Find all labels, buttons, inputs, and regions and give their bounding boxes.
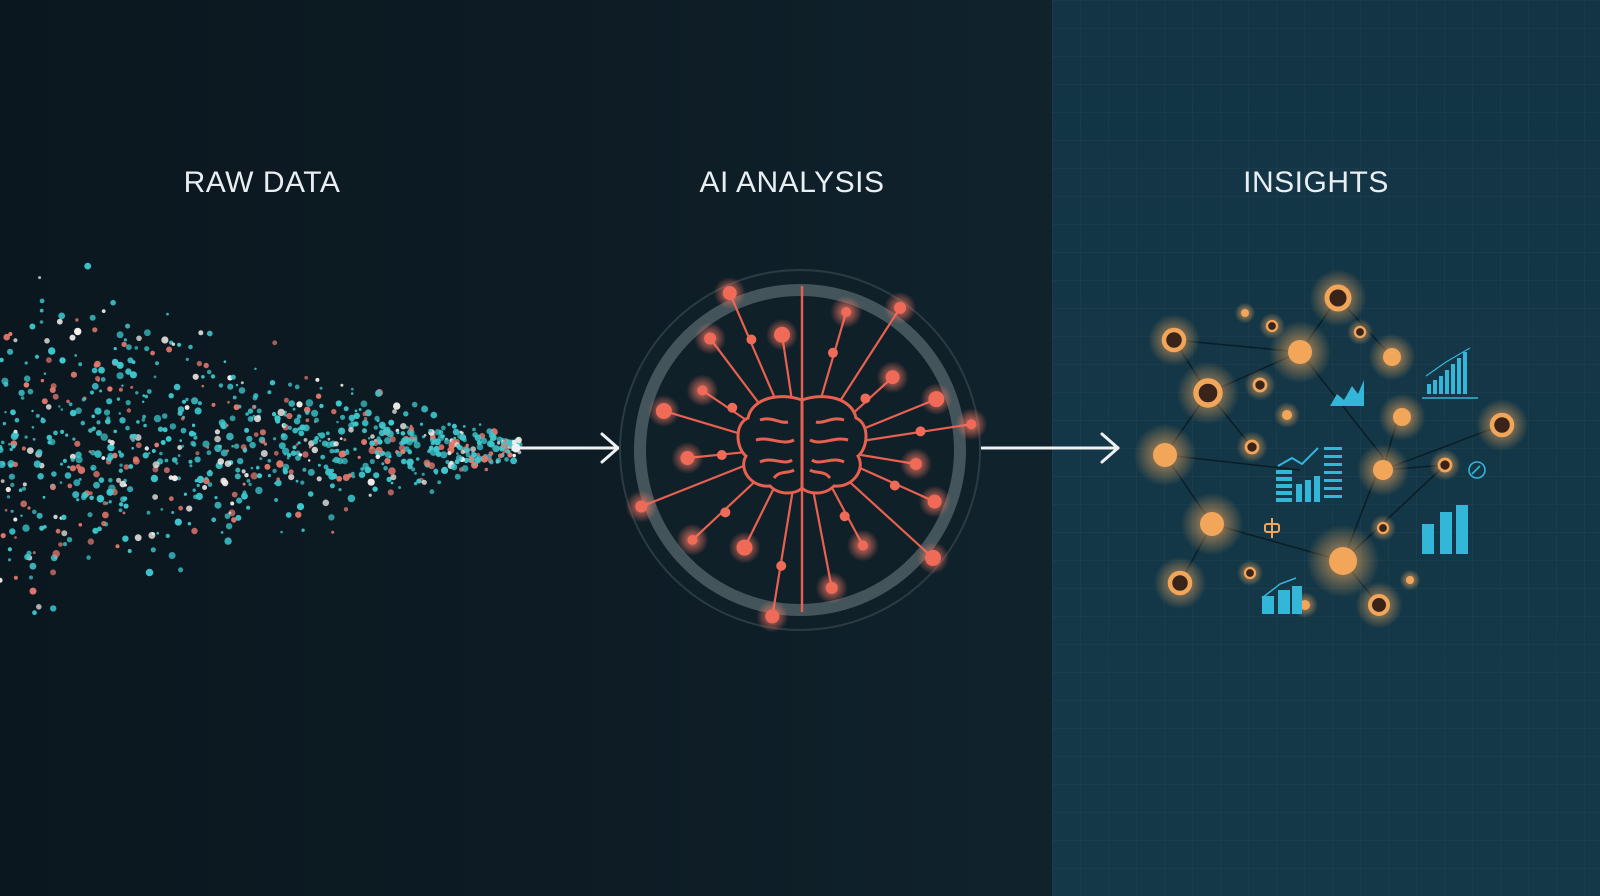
stacked-bar-icon bbox=[1422, 505, 1468, 554]
raw-data-scatter bbox=[0, 262, 523, 616]
insights-label: INSIGHTS bbox=[1243, 166, 1389, 199]
raw-data-label: RAW DATA bbox=[183, 166, 341, 199]
chart-icon bbox=[1422, 347, 1478, 399]
gauge-icon bbox=[1468, 461, 1486, 479]
arrow-right-icon bbox=[511, 432, 620, 464]
mini-chart-icon bbox=[1261, 577, 1302, 614]
arrow-right-icon bbox=[980, 432, 1120, 464]
bar-chart-icon bbox=[1276, 447, 1342, 502]
ai-analysis-label: AI ANALYSIS bbox=[699, 166, 885, 199]
brain-icon bbox=[736, 395, 868, 495]
area-chart-icon bbox=[1330, 380, 1364, 406]
gear-icon bbox=[1264, 518, 1280, 538]
